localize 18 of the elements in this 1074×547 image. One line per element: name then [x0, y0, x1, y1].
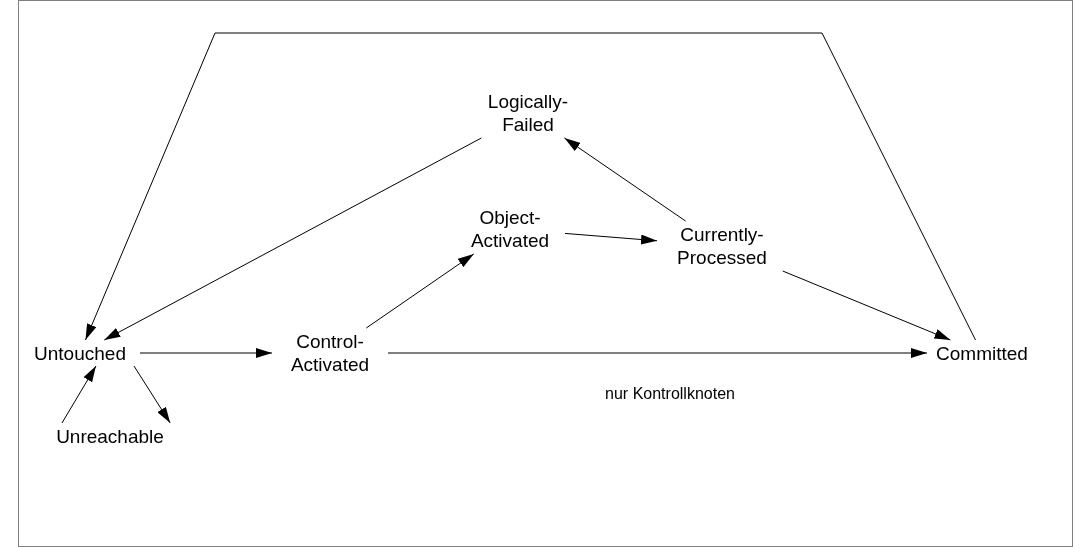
arrow — [61, 365, 97, 424]
state-label: Logically-Failed — [486, 90, 570, 136]
arrow — [782, 270, 951, 341]
state-label: Untouched — [34, 341, 126, 365]
arrow — [139, 348, 273, 358]
arrow — [387, 348, 928, 358]
arrow — [563, 137, 687, 222]
state-label: Control-Activated — [289, 330, 371, 376]
arrow — [133, 365, 171, 424]
arrow — [564, 232, 658, 245]
state-label: Currently-Processed — [676, 223, 768, 269]
state-label: Unreachable — [56, 424, 164, 448]
arrow — [365, 253, 475, 329]
edge-label: nur Kontrollknoten — [604, 384, 736, 404]
arrow — [103, 137, 482, 341]
state-label: Object-Activated — [469, 206, 551, 252]
arrow — [85, 32, 976, 341]
state-label: Committed — [936, 341, 1028, 365]
